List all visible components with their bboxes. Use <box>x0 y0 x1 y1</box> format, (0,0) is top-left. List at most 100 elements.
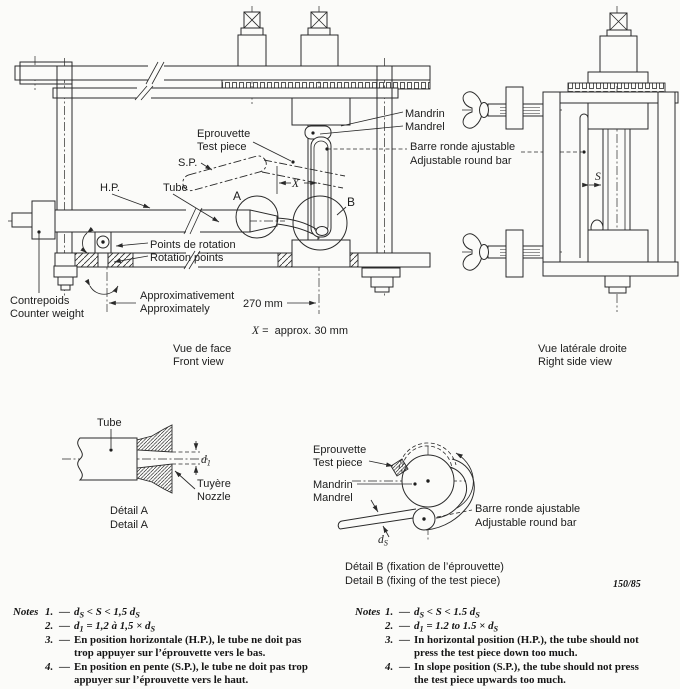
label-approx-fr: Approximativement <box>140 290 234 302</box>
caption-front-en: Front view <box>173 356 224 368</box>
label-b-mandrel-en: Mandrel <box>313 492 353 504</box>
label-b-eprouvette-fr: Eprouvette <box>313 444 366 456</box>
label-nozzle-en: Nozzle <box>197 491 231 503</box>
wing-nut-top <box>462 86 544 130</box>
dim-270: 270 mm <box>243 298 283 310</box>
side-knob <box>599 12 638 73</box>
notes-fr-line2: 2.—d1 = 1,2 à 1,5 × dS <box>44 620 155 634</box>
notes-en-line4: 4.—In slope position (S.P.), the tube sh… <box>384 661 639 673</box>
marker-a: A <box>233 189 241 203</box>
label-test-piece-en: Test piece <box>197 141 247 153</box>
x-note: X = approx. 30 mm <box>251 325 348 337</box>
label-barre-fr: Barre ronde ajustable <box>410 141 515 153</box>
label-barre-en: Adjustable round bar <box>410 155 512 167</box>
label-b-barre-fr: Barre ronde ajustable <box>475 503 580 515</box>
nozzle-lower-wall <box>136 463 173 494</box>
hp-tube <box>51 209 251 233</box>
label-weight-en: Counter weight <box>10 308 84 320</box>
caption-detail-b-en: Detail B (fixing of the test piece) <box>345 575 500 587</box>
test-piece-dashed <box>398 442 457 470</box>
label-eprouvette-fr: Eprouvette <box>197 128 250 140</box>
nozzle-upper-wall <box>136 424 173 453</box>
right-post <box>376 66 393 268</box>
front-view-drawing <box>8 6 582 314</box>
right-post-foot <box>361 267 401 293</box>
dim-s: S <box>595 171 601 183</box>
label-b-test-piece-en: Test piece <box>313 457 363 469</box>
side-view-labels: S Vue latérale droite Right side view <box>538 171 627 368</box>
figure-ref: 150/85 <box>613 579 641 590</box>
label-tube: Tube <box>163 182 188 194</box>
break-marks <box>134 61 203 270</box>
caption-detail-b-fr: Détail B (fixation de l’éprouvette) <box>345 561 504 573</box>
label-rotation-en: Rotation points <box>150 252 224 264</box>
label-rotation-fr: Points de rotation <box>150 239 236 251</box>
label-tuyere-fr: Tuyère <box>197 478 231 490</box>
marker-b: B <box>347 195 355 209</box>
label-weight-fr: Contrepoids <box>10 295 70 307</box>
front-view-labels: Eprouvette Test piece S.P. H.P. Tube Man… <box>10 108 515 368</box>
bottom-block <box>291 239 351 268</box>
counter-weight-block <box>31 200 56 240</box>
pivot-bracket <box>80 226 119 295</box>
weight-shaft <box>11 212 33 228</box>
caption-detail-a-en: Detail A <box>110 519 149 531</box>
label-b-mandrin-fr: Mandrin <box>313 479 353 491</box>
caption-front-fr: Vue de face <box>173 343 231 355</box>
wing-nut-bottom <box>462 229 544 278</box>
side-view-drawing <box>462 6 679 312</box>
caption-side-en: Right side view <box>538 356 612 368</box>
test-piece-front <box>310 136 332 238</box>
bent-strip-inner <box>435 466 468 519</box>
left-post-nut <box>53 265 78 291</box>
clamp-column-1 <box>237 11 267 67</box>
label-mandrin-fr: Mandrin <box>405 108 445 120</box>
label-sp: S.P. <box>178 157 197 169</box>
dim-ds: dS <box>378 534 389 548</box>
side-left-upright <box>542 91 561 271</box>
detail-b-drawing <box>337 442 475 540</box>
clamp-column-2 <box>300 11 339 67</box>
detail-a-circle <box>235 195 279 239</box>
detail-b-labels: Eprouvette Test piece Mandrin Mandrel Ba… <box>313 444 641 590</box>
round-bar-side <box>579 113 589 258</box>
rotation-arrow-icon <box>80 226 94 254</box>
dim-d1: d1 <box>201 454 211 468</box>
nozzle-taper <box>249 209 278 233</box>
detail-b-circle <box>292 195 348 251</box>
tube-body <box>77 437 138 481</box>
left-post <box>56 66 73 266</box>
notes-fr-line4b: appuyer sur l’éprouvette vers le haut. <box>74 674 249 686</box>
sp-phantom-piece <box>182 155 267 192</box>
clamp-block <box>390 458 409 477</box>
rotate-arrow-icon <box>455 452 474 509</box>
notes-en-line3: 3.—In horizontal position (H.P.), the tu… <box>384 634 639 646</box>
notes-fr-line3b: trop appuyer sur l’éprouvette vers le ba… <box>74 647 266 659</box>
notes-en-line2: 2.—d1 = 1.2 to 1.5 × dS <box>384 620 499 634</box>
side-base <box>542 261 679 277</box>
label-detail-a-tube: Tube <box>97 417 122 429</box>
notes-en-line3b: press the test piece down too much. <box>414 647 578 659</box>
detail-a-labels: Tube d1 Tuyère Nozzle Détail A Detail A <box>97 417 231 531</box>
side-right-upright <box>657 91 676 271</box>
label-b-barre-en: Adjustable round bar <box>475 517 577 529</box>
label-hp: H.P. <box>100 182 120 194</box>
test-piece-tail <box>337 508 417 530</box>
top-block <box>291 97 351 126</box>
top-rail <box>14 65 431 81</box>
label-mandrel-en: Mandrel <box>405 121 445 133</box>
label-approx-en: Approximately <box>140 303 210 315</box>
notes-fr-line3: 3.—En position horizontale (H.P.), le tu… <box>44 634 301 646</box>
swing-arrow-icon <box>84 278 119 295</box>
lower-rail <box>52 87 399 99</box>
notes-fr-line4: 4.—En position en pente (S.P.), le tube … <box>44 661 308 673</box>
caption-detail-a-fr: Détail A <box>110 505 149 517</box>
notes-en-line4b: the test piece upwards too much. <box>414 674 566 686</box>
flame-spot <box>315 226 329 236</box>
bent-strip-outer <box>425 458 475 531</box>
